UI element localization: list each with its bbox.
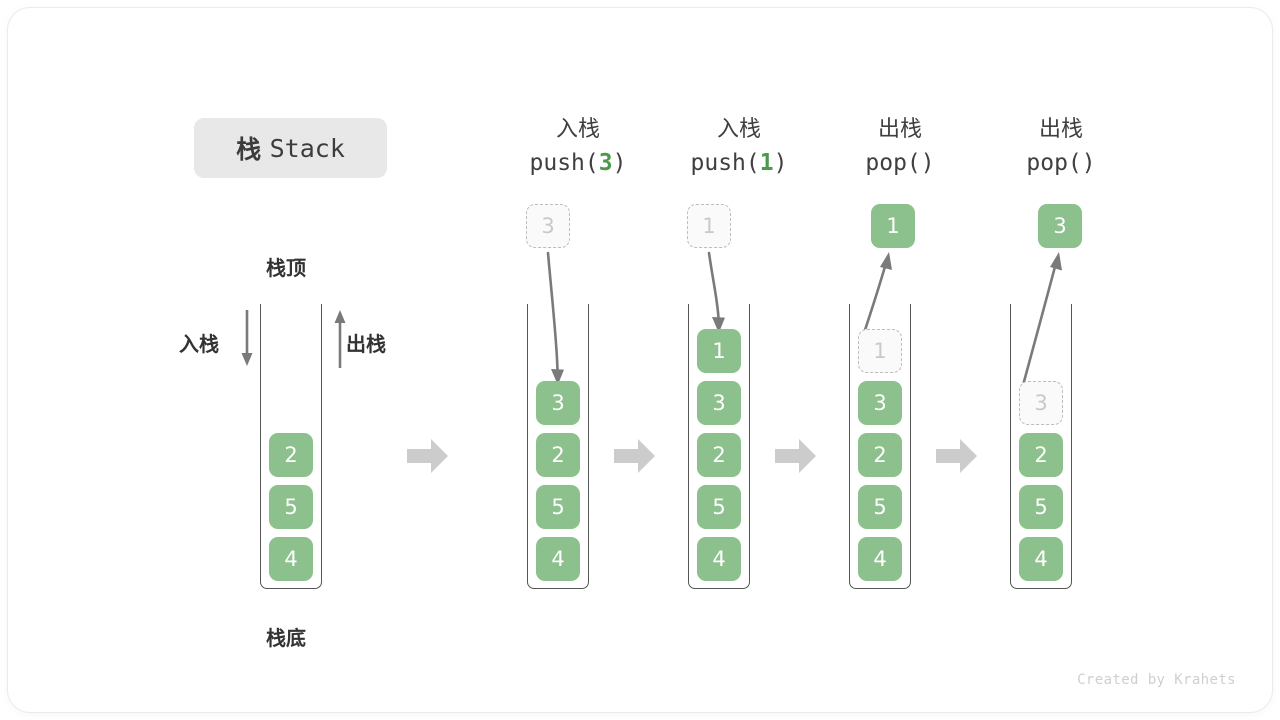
- column-header-cn: 入栈: [555, 117, 600, 142]
- stack-cell: 2: [536, 433, 580, 477]
- stack-bottom-label: 栈底: [266, 626, 306, 650]
- stack-cell: 4: [536, 537, 580, 581]
- flow-arrow-icon: [936, 438, 978, 474]
- popped-ghost-cell: 1: [858, 329, 902, 373]
- stack-container-pop-3: [1010, 304, 1072, 589]
- code-suffix: ): [920, 150, 935, 176]
- column-header-cn: 入栈: [716, 117, 761, 142]
- column-header-pop-3: 出栈 pop(): [966, 114, 1156, 180]
- title-en: Stack: [269, 133, 345, 163]
- stack-cell: 2: [1019, 433, 1063, 477]
- stack-cell: 5: [269, 485, 313, 529]
- pop-up-arrow-icon: [329, 308, 351, 370]
- code-suffix: ): [1081, 150, 1096, 176]
- code-arg: 1: [759, 150, 774, 176]
- credit-text: Created by Krahets: [1077, 672, 1236, 688]
- flow-arrow-icon: [775, 438, 817, 474]
- stack-cell: 5: [536, 485, 580, 529]
- stack-cell: 4: [858, 537, 902, 581]
- floating-ghost-cell: 3: [526, 204, 570, 248]
- pop-legend-label: 出栈: [346, 332, 386, 356]
- push-arrow-icon: [528, 251, 578, 391]
- stack-cell: 3: [858, 381, 902, 425]
- stack-top-label: 栈顶: [266, 256, 306, 280]
- stack-container-push-3: [527, 304, 589, 589]
- pop-arrow-icon: [1008, 251, 1078, 391]
- push-arrow-icon: [689, 251, 739, 341]
- stack-cell: 5: [697, 485, 741, 529]
- stack-cell: 2: [697, 433, 741, 477]
- flow-arrow-icon: [407, 438, 449, 474]
- column-header-push-3: 入栈 push(3): [483, 114, 673, 180]
- column-header-push-1: 入栈 push(1): [644, 114, 834, 180]
- stack-cell: 1: [697, 329, 741, 373]
- stack-cell: 3: [536, 381, 580, 425]
- column-header-code: pop(): [966, 146, 1156, 180]
- stack-cell: 4: [269, 537, 313, 581]
- column-header-code: push(1): [644, 146, 834, 180]
- title-cn: 栈: [236, 135, 262, 164]
- push-down-arrow-icon: [236, 308, 258, 370]
- flow-arrow-icon: [614, 438, 656, 474]
- stack-container-push-1: [688, 304, 750, 589]
- code-suffix: ): [612, 150, 627, 176]
- floating-ghost-cell: 1: [687, 204, 731, 248]
- stack-cell: 2: [269, 433, 313, 477]
- column-header-cn: 出栈: [1038, 117, 1083, 142]
- stack-cell: 4: [697, 537, 741, 581]
- stack-cell: 2: [858, 433, 902, 477]
- stack-container-pop-1: [849, 304, 911, 589]
- column-header-pop-1: 出栈 pop(): [805, 114, 995, 180]
- push-legend-label: 入栈: [179, 332, 219, 356]
- popped-value-cell: 3: [1038, 204, 1082, 248]
- popped-value-cell: 1: [871, 204, 915, 248]
- stack-container-initial: [260, 304, 322, 589]
- code-arg: 3: [598, 150, 613, 176]
- popped-ghost-cell: 3: [1019, 381, 1063, 425]
- stack-cell: 5: [858, 485, 902, 529]
- column-header-code: push(3): [483, 146, 673, 180]
- code-prefix: pop(: [1026, 150, 1082, 176]
- stack-cell: 4: [1019, 537, 1063, 581]
- code-prefix: push(: [529, 150, 599, 176]
- stack-cell: 3: [697, 381, 741, 425]
- code-suffix: ): [773, 150, 788, 176]
- column-header-cn: 出栈: [877, 117, 922, 142]
- column-header-code: pop(): [805, 146, 995, 180]
- code-prefix: pop(: [865, 150, 921, 176]
- code-prefix: push(: [690, 150, 760, 176]
- stack-cell: 5: [1019, 485, 1063, 529]
